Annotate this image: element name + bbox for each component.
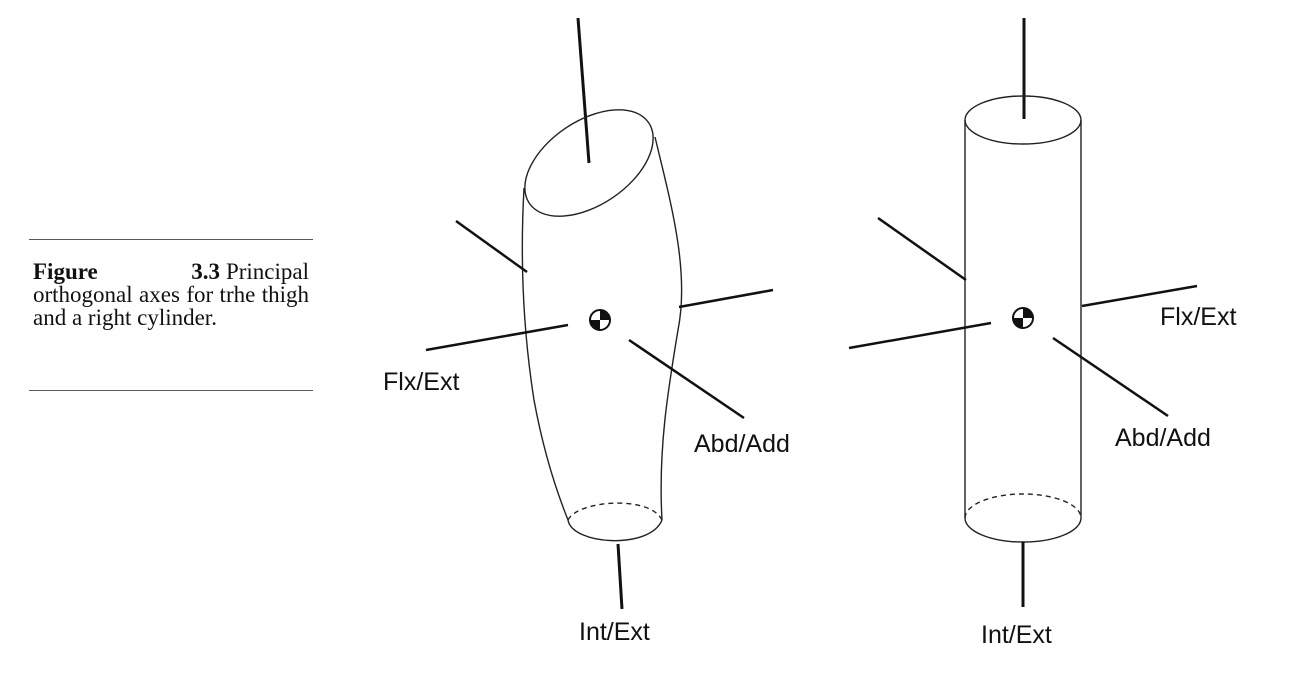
cylinder-flx-ext-axis-front	[848, 321, 992, 350]
thigh-diagram: Flx/Ext Abd/Add Int/Ext	[383, 17, 790, 646]
thigh-int-ext-axis-top	[576, 17, 591, 164]
cylinder-flx-ext-label: Flx/Ext	[1160, 303, 1236, 331]
thigh-outline	[521, 109, 683, 542]
caption-description: Principal orthogonal axes for trhe thigh…	[33, 259, 309, 330]
thigh-top-ellipse	[524, 109, 654, 217]
thigh-flx-ext-label: Flx/Ext	[383, 368, 459, 396]
cylinder-flx-ext-axis-back	[1081, 284, 1198, 308]
cylinder-bottom-front	[964, 517, 1082, 543]
thigh-bottom-back	[567, 502, 663, 521]
thigh-int-ext-axis-bottom	[616, 543, 624, 610]
cylinder-outline	[964, 95, 1082, 543]
thigh-right-side	[654, 136, 683, 521]
cylinder-center-of-mass-icon	[1012, 307, 1034, 329]
cylinder-abd-add-axis-back	[877, 216, 967, 282]
thigh-bottom-front	[567, 519, 663, 542]
caption-figure-label: Figure 3.3	[33, 259, 220, 284]
thigh-center-of-mass-icon	[589, 309, 611, 331]
cylinder-bottom-back	[964, 493, 1082, 519]
thigh-int-ext-label: Int/Ext	[579, 618, 650, 646]
thigh-flx-ext-axis-back	[678, 288, 774, 309]
thigh-left-side	[521, 187, 569, 521]
cylinder-abd-add-label: Abd/Add	[1115, 424, 1211, 452]
thigh-abd-add-axis-back	[455, 219, 528, 274]
thigh-abd-add-axis-front	[628, 338, 745, 420]
thigh-flx-ext-axis-front	[425, 323, 569, 352]
cylinder-diagram: Flx/Ext Abd/Add Int/Ext	[848, 18, 1236, 649]
cylinder-abd-add-axis-front	[1052, 336, 1169, 418]
cylinder-int-ext-label: Int/Ext	[981, 621, 1052, 649]
thigh-abd-add-label: Abd/Add	[694, 430, 790, 458]
